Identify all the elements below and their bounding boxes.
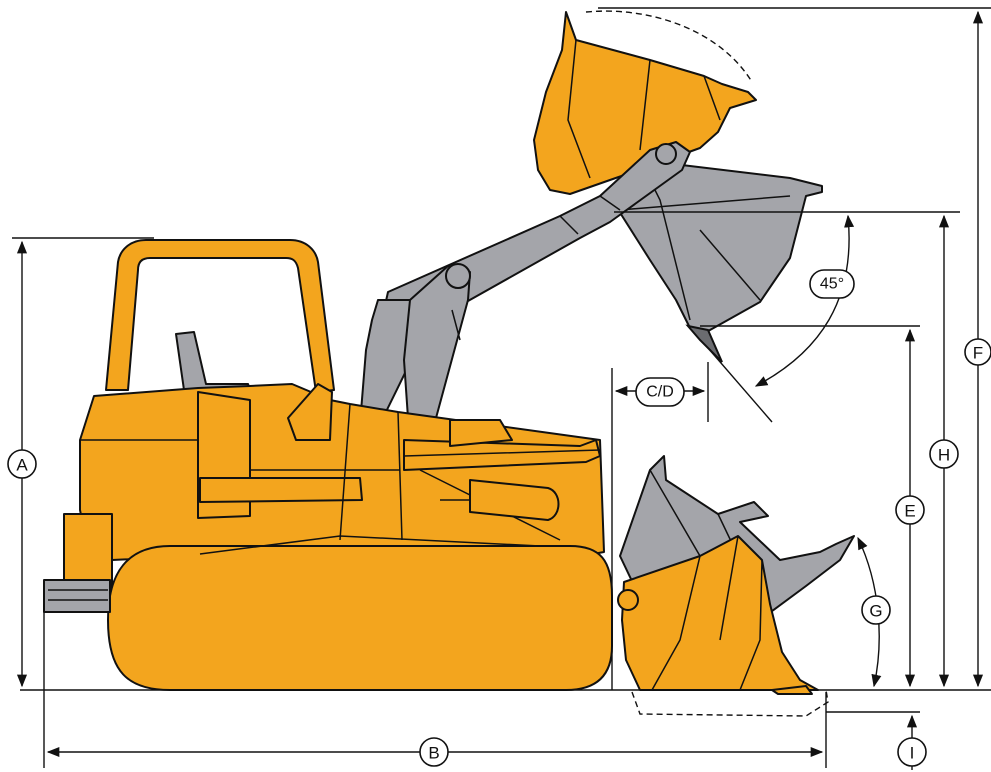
- crawler-track: [107, 535, 613, 691]
- svg-text:I: I: [910, 744, 915, 763]
- svg-text:H: H: [938, 446, 950, 465]
- lowered-bucket-ground: [617, 535, 819, 695]
- svg-text:G: G: [869, 602, 882, 621]
- label-b: B: [419, 737, 449, 767]
- svg-text:C/D: C/D: [646, 384, 674, 401]
- label-cd: C/D: [635, 377, 685, 407]
- label-a: A: [7, 449, 37, 479]
- svg-text:45°: 45°: [820, 276, 844, 293]
- label-f: F: [964, 338, 991, 366]
- lift-arms: [359, 141, 691, 425]
- label-i: I: [897, 737, 927, 767]
- svg-text:F: F: [973, 344, 983, 363]
- label-h: H: [929, 439, 959, 469]
- rear-hitch: [43, 579, 111, 613]
- raised-bucket-rollback: [533, 11, 757, 195]
- svg-text:E: E: [904, 502, 915, 521]
- label-g: G: [861, 595, 891, 625]
- label-angle: 45°: [809, 269, 855, 299]
- svg-text:A: A: [16, 456, 28, 475]
- svg-text:B: B: [428, 744, 439, 763]
- label-e: E: [895, 495, 925, 525]
- bucket-swing-arc: [585, 10, 753, 83]
- bucket-below-ground-dashed: [631, 689, 829, 717]
- rops-cab: [105, 239, 335, 393]
- tilt-linkage: [403, 419, 601, 541]
